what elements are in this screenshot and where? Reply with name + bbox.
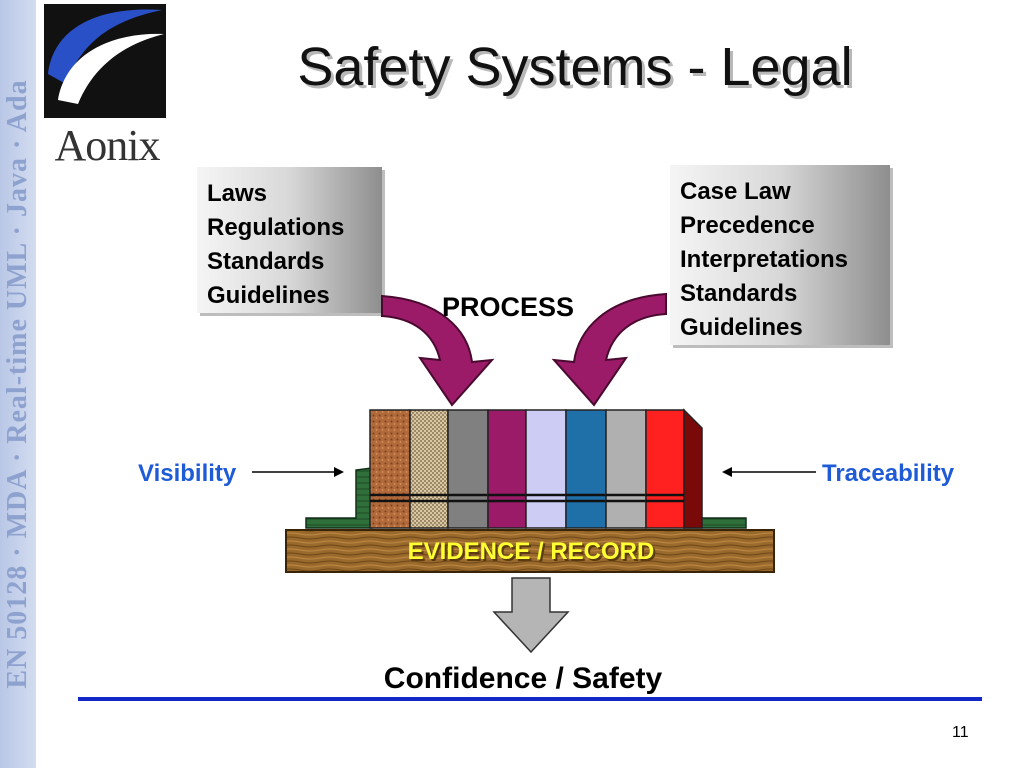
book bbox=[525, 409, 567, 529]
book bbox=[605, 409, 647, 529]
legal-source-item: Standards bbox=[207, 248, 325, 275]
legal-source-item: Regulations bbox=[207, 214, 345, 241]
legal-sources-box: Laws Regulations Standards Guidelines bbox=[197, 167, 382, 313]
book bbox=[645, 408, 703, 529]
traceability-arrow-icon bbox=[722, 467, 816, 477]
slide-title: Safety Systems - Legal bbox=[297, 37, 853, 97]
book bbox=[409, 409, 449, 529]
left-process-arrow-icon bbox=[381, 294, 495, 407]
process-label: PROCESS bbox=[442, 292, 575, 322]
down-arrow-icon bbox=[492, 577, 570, 654]
book bbox=[447, 409, 489, 529]
evidence-record-shelf bbox=[285, 529, 775, 573]
footer-divider bbox=[78, 697, 982, 701]
evidence-record-label: EVIDENCE / RECORD bbox=[408, 538, 655, 565]
aonix-logo: Aonix bbox=[40, 2, 174, 170]
legal-source-item: Guidelines bbox=[207, 282, 330, 309]
aonix-logo-mark-icon bbox=[44, 4, 166, 118]
visibility-arrow-icon bbox=[252, 467, 344, 477]
legal-source-item: Laws bbox=[207, 180, 268, 207]
aonix-logo-text: Aonix bbox=[54, 121, 161, 170]
right-process-arrow-icon bbox=[551, 292, 667, 407]
case-law-item: Precedence bbox=[680, 212, 815, 239]
book bbox=[487, 409, 527, 529]
traceability-label: Traceability bbox=[822, 460, 955, 487]
case-law-item: Standards bbox=[680, 280, 798, 307]
left-bookend bbox=[305, 467, 373, 529]
evidence-record-shadow: EVIDENCE / RECORD bbox=[410, 540, 657, 567]
book-stack bbox=[369, 408, 703, 529]
case-law-box: Case Law Precedence Interpretations Stan… bbox=[670, 165, 890, 345]
outcome-label: Confidence / Safety bbox=[383, 662, 663, 695]
case-law-item: Interpretations bbox=[680, 246, 849, 273]
book bbox=[565, 409, 607, 529]
visibility-label: Visibility bbox=[138, 460, 237, 487]
case-law-item: Case Law bbox=[680, 178, 791, 205]
sidebar-strip: EN 50128 · MDA · Real-time UML · Java · … bbox=[0, 0, 36, 768]
case-law-item: Guidelines bbox=[680, 314, 803, 341]
book bbox=[369, 409, 411, 529]
page-number: 11 bbox=[952, 724, 969, 741]
